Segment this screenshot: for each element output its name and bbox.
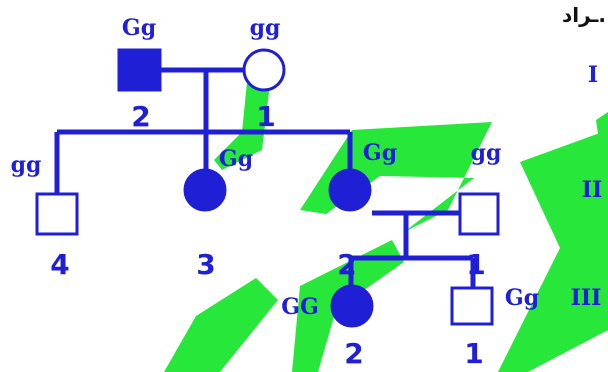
individual-III-2: GG 2 (281, 284, 374, 370)
unaffected-female-symbol (242, 48, 286, 92)
genotype-label: gg (250, 15, 281, 41)
individual-number: 2 (344, 337, 363, 370)
individual-number: 1 (464, 337, 483, 370)
watermark-stroke-edge (596, 112, 608, 140)
individual-number: 2 (337, 248, 356, 281)
watermark-logo (164, 67, 608, 372)
affected-female-symbol (328, 168, 372, 212)
generation-label-II: II (582, 177, 603, 203)
individual-III-1: Gg 1 (450, 285, 539, 370)
individual-II-1: gg 1 (458, 140, 502, 281)
genotype-label: gg (11, 152, 42, 178)
genotype-label: Gg (219, 146, 253, 172)
generation-label-III: III (571, 285, 602, 311)
genotype-label: Gg (505, 285, 539, 311)
genotype-label: Gg (122, 15, 156, 41)
header-text: ـراد. (562, 3, 606, 27)
genotype-label: gg (471, 140, 502, 166)
individual-number: 3 (196, 248, 215, 281)
pedigree-lines (54, 67, 476, 288)
individual-I-1: gg 1 (242, 15, 286, 133)
generation-label-I: I (588, 62, 598, 88)
affected-female-symbol (330, 284, 374, 328)
individual-II-3: Gg 3 (183, 146, 253, 281)
individual-I-2: Gg 2 (117, 15, 162, 133)
individual-II-2: Gg 2 (328, 140, 397, 281)
watermark-stroke-bottom-center (292, 240, 404, 372)
watermark-stroke-bottom (164, 278, 278, 372)
watermark-stroke-right (498, 130, 608, 372)
watermark-stroke-left (214, 67, 272, 170)
affected-male-symbol (117, 48, 162, 92)
individual-number: 1 (256, 100, 275, 133)
genotype-label: GG (281, 294, 319, 320)
unaffected-male-symbol (458, 192, 500, 236)
unaffected-male-symbol (450, 286, 494, 326)
affected-female-symbol (183, 168, 227, 212)
individual-II-4: gg 4 (11, 152, 79, 281)
unaffected-male-symbol (35, 192, 79, 236)
individual-number: 1 (466, 248, 485, 281)
genotype-label: Gg (363, 140, 397, 166)
individual-number: 2 (131, 100, 150, 133)
individual-number: 4 (50, 248, 69, 281)
